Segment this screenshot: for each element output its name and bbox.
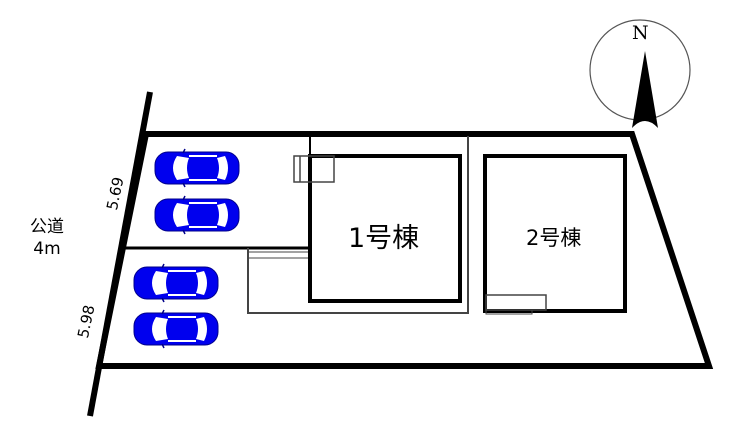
building-1-label: 1号棟 bbox=[348, 223, 420, 254]
car-1 bbox=[154, 148, 240, 188]
building-2-footprint bbox=[483, 154, 627, 313]
road-label-type: 公道 bbox=[30, 217, 64, 237]
road-label-width: 4m bbox=[33, 239, 61, 259]
compass-icon bbox=[589, 19, 691, 128]
site-boundary bbox=[95, 131, 714, 369]
road-label: 公道 4m bbox=[30, 216, 64, 260]
compass-north-label: N bbox=[632, 22, 649, 44]
car-3 bbox=[133, 263, 219, 303]
building-1-footprint bbox=[308, 154, 462, 303]
building-1-lot-line bbox=[247, 136, 469, 314]
car-2 bbox=[154, 195, 240, 235]
building-2-label: 2号棟 bbox=[526, 226, 582, 250]
building-1-entrance bbox=[293, 155, 335, 183]
car-4 bbox=[133, 309, 219, 349]
